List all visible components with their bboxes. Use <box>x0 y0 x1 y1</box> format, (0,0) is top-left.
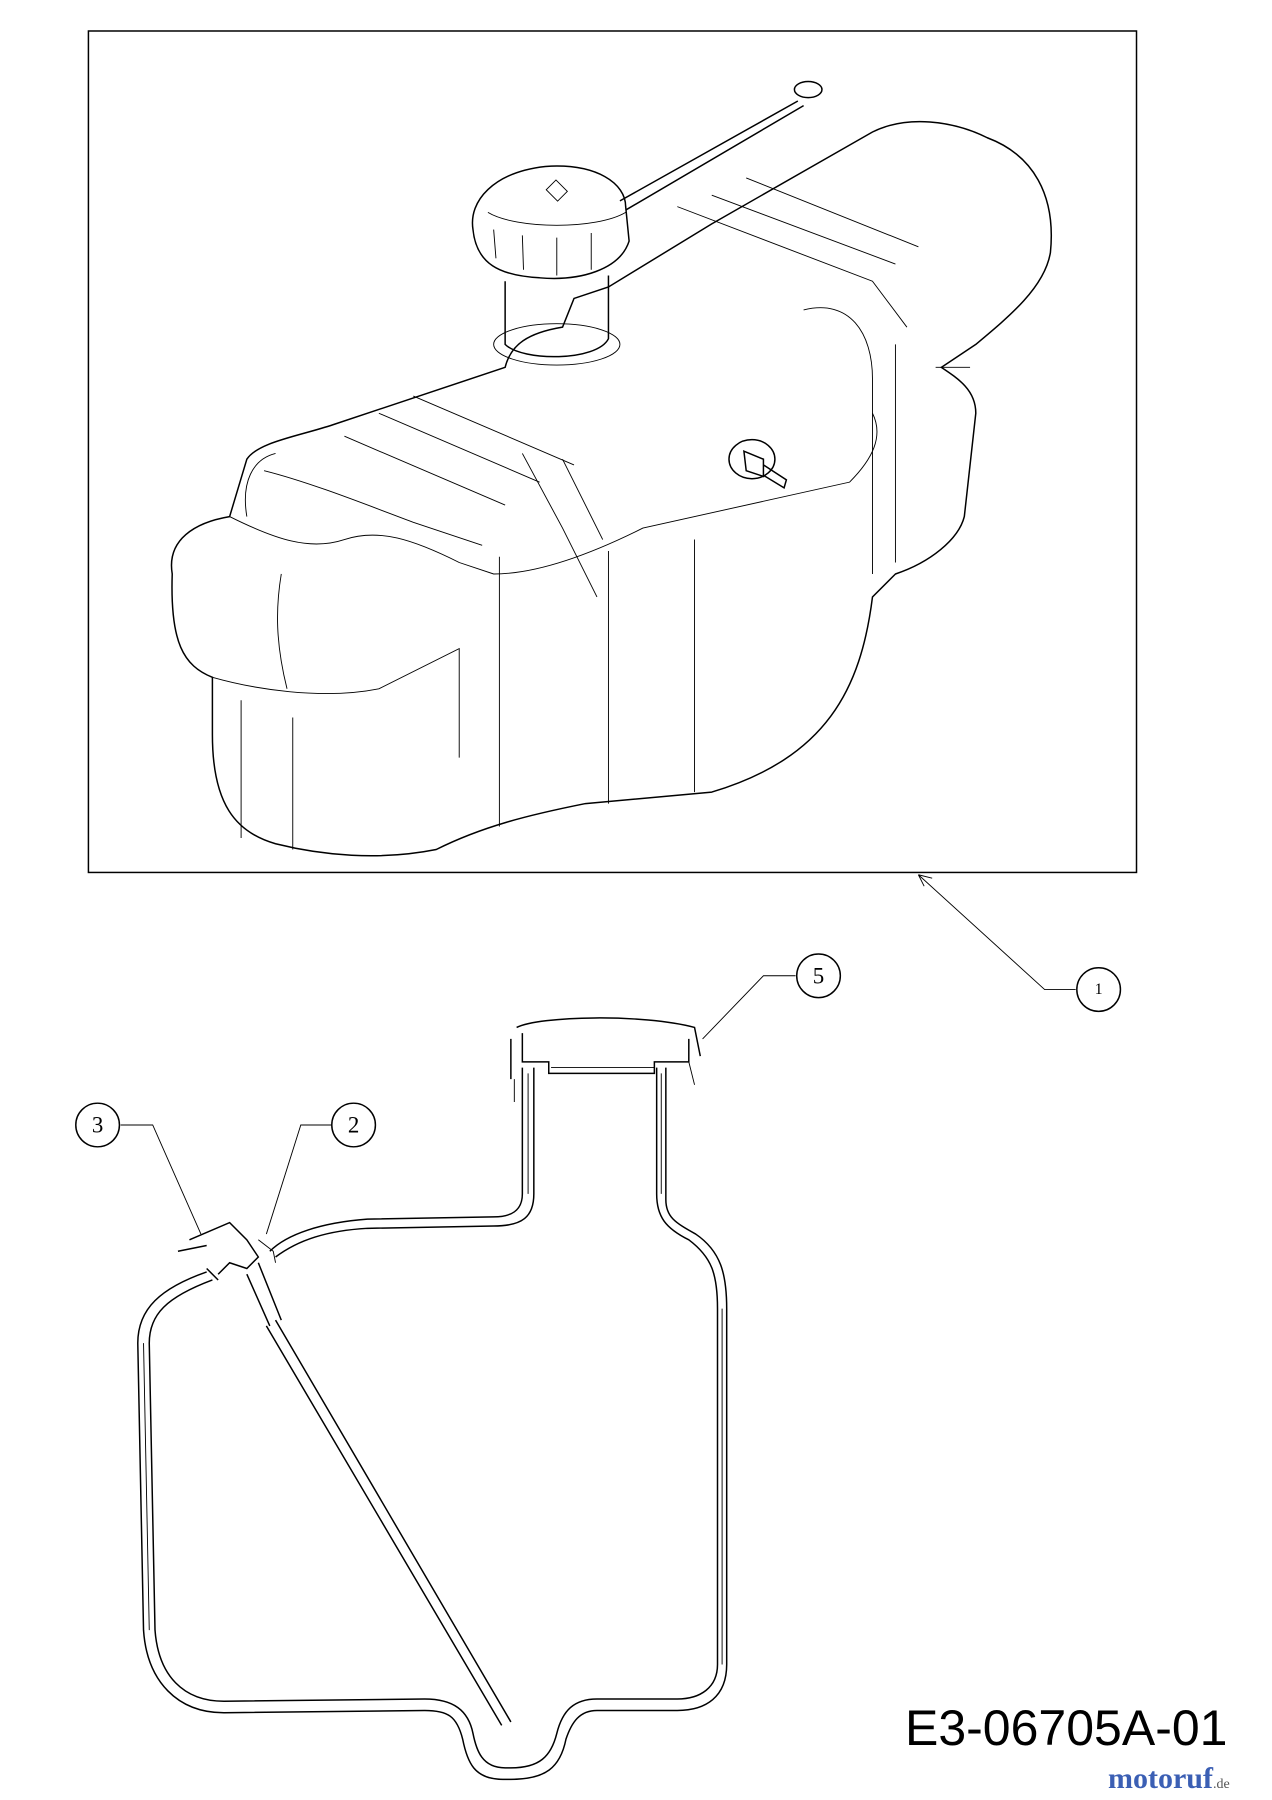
callout-label: 3 <box>92 1113 103 1138</box>
fuel-tank-isometric <box>170 80 1052 857</box>
callout-label: 1 <box>1095 981 1103 998</box>
watermark-brand: motoruf <box>1108 1762 1213 1795</box>
callout-label: 2 <box>348 1113 359 1138</box>
watermark-logo: motoruf.de <box>1108 1762 1230 1800</box>
callout-1: 1 <box>1076 966 1122 1013</box>
assembly-frame <box>87 30 1138 874</box>
callout-leaders <box>120 874 1076 1235</box>
drawing-number: E3-06705A-01 <box>905 1700 1228 1756</box>
callout-5: 5 <box>795 953 842 999</box>
callout-label: 5 <box>813 963 824 988</box>
callout-2: 2 <box>331 1102 377 1148</box>
fuel-tank-cross-section <box>137 1017 728 1781</box>
callout-3: 3 <box>75 1102 121 1148</box>
watermark-tld: .de <box>1212 1777 1230 1792</box>
